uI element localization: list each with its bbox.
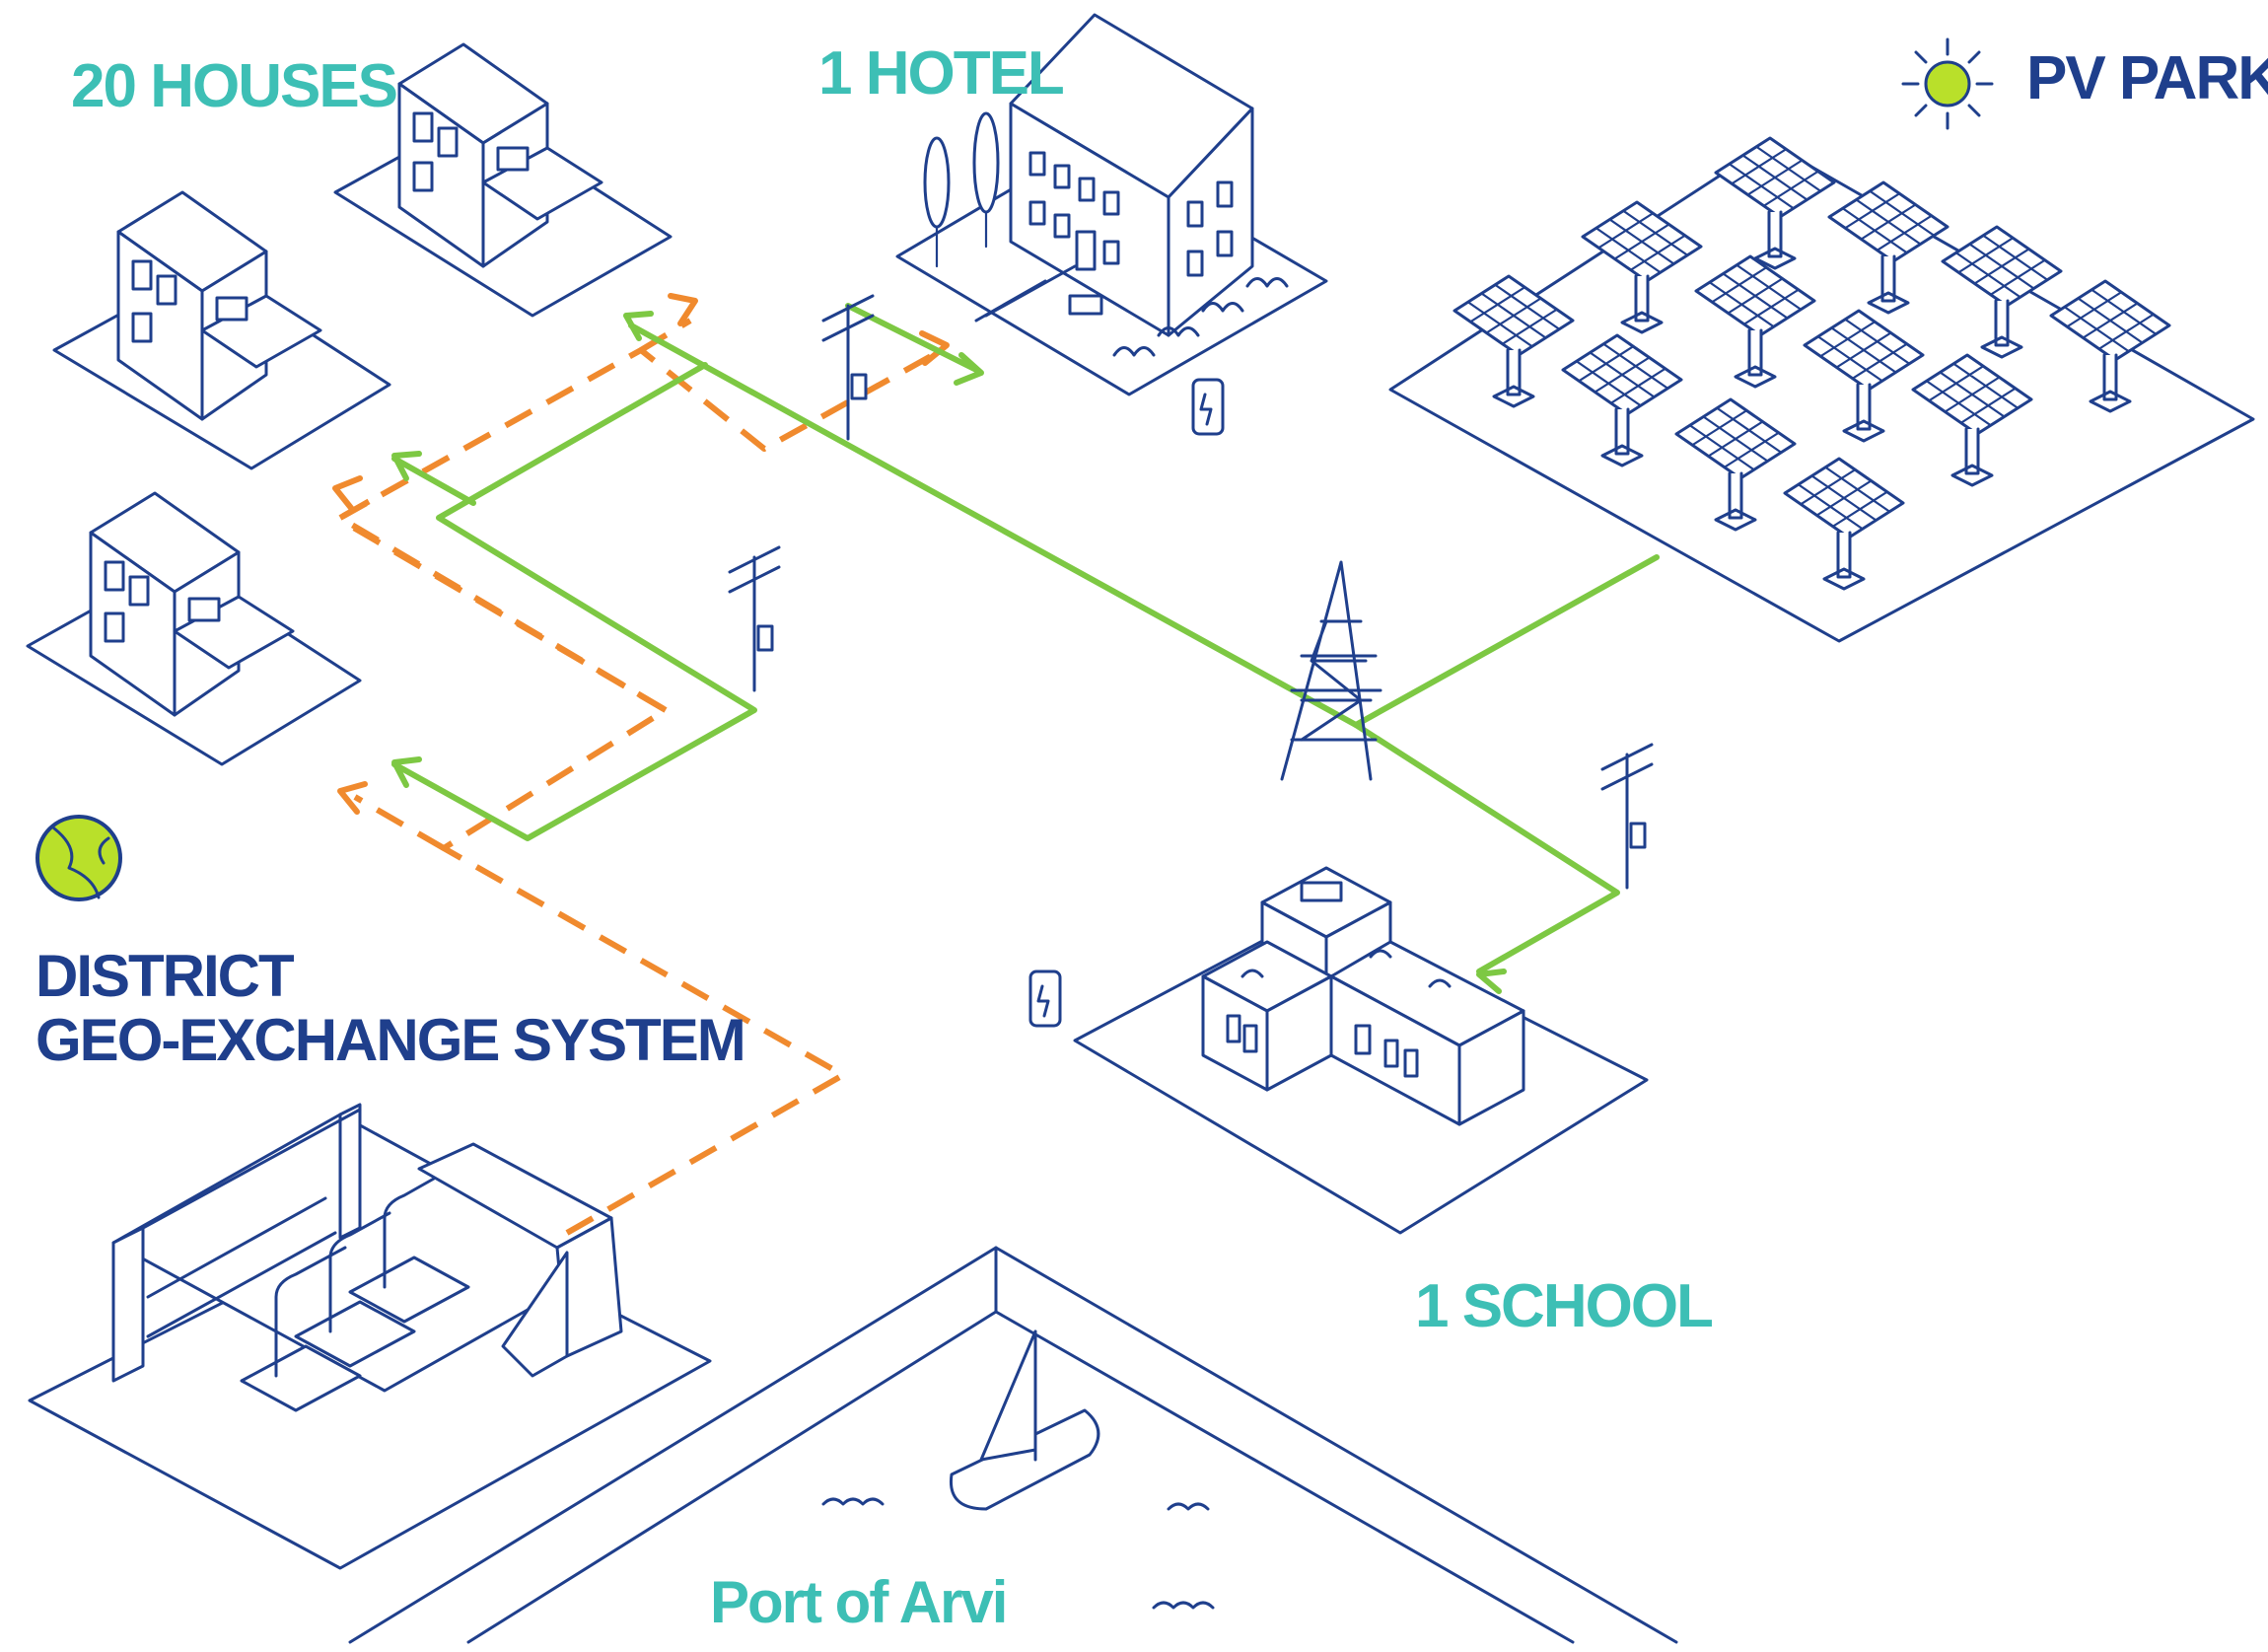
utility-pole-icon (1600, 743, 1654, 890)
solar-panel (1827, 180, 1949, 315)
sailboat-icon (949, 1329, 1100, 1511)
solar-panel (1783, 457, 1905, 591)
house-2 (52, 190, 391, 470)
school (1073, 866, 1649, 1235)
utility-pole-icon (821, 294, 875, 441)
port-of-arvi (348, 1246, 1678, 1644)
pylon-icon (1280, 560, 1382, 781)
geo-label-line1: DISTRICT (35, 943, 294, 1009)
geo-exchange-plant (28, 1103, 712, 1570)
houses-label: 20 HOUSES (71, 52, 396, 120)
sun-icon (1901, 37, 1994, 130)
geo-label-line2: GEO-EXCHANGE SYSTEM (35, 1007, 744, 1073)
ev-charger-icon (1028, 970, 1062, 1028)
pv-park-label: PV PARK (2026, 44, 2268, 112)
heat-network (332, 293, 950, 1236)
solar-panel (2049, 279, 2171, 413)
wave-icon (821, 1497, 885, 1506)
solar-panel (1674, 397, 1797, 532)
solar-panel (1581, 200, 1703, 334)
utility-pole-icon (728, 545, 781, 692)
solar-panel (1694, 254, 1816, 389)
wave-icon (1152, 1601, 1215, 1610)
school-label: 1 SCHOOL (1415, 1272, 1712, 1340)
port-label: Port of Arvi (710, 1569, 1006, 1635)
solar-panel (1941, 225, 2063, 359)
solar-panel (1561, 333, 1683, 467)
house-1 (333, 42, 673, 318)
pv-park (1388, 136, 2255, 643)
house-3 (26, 491, 362, 766)
solar-panel (1714, 136, 1836, 270)
ev-charger-icon (1191, 378, 1225, 436)
hotel (895, 13, 1328, 396)
globe-icon (35, 815, 122, 901)
hotel-label: 1 HOTEL (818, 39, 1063, 108)
solar-panel (1803, 309, 1925, 443)
wave-icon (1167, 1502, 1210, 1511)
solar-panel (1911, 353, 2033, 487)
solar-panel (1453, 274, 1575, 408)
